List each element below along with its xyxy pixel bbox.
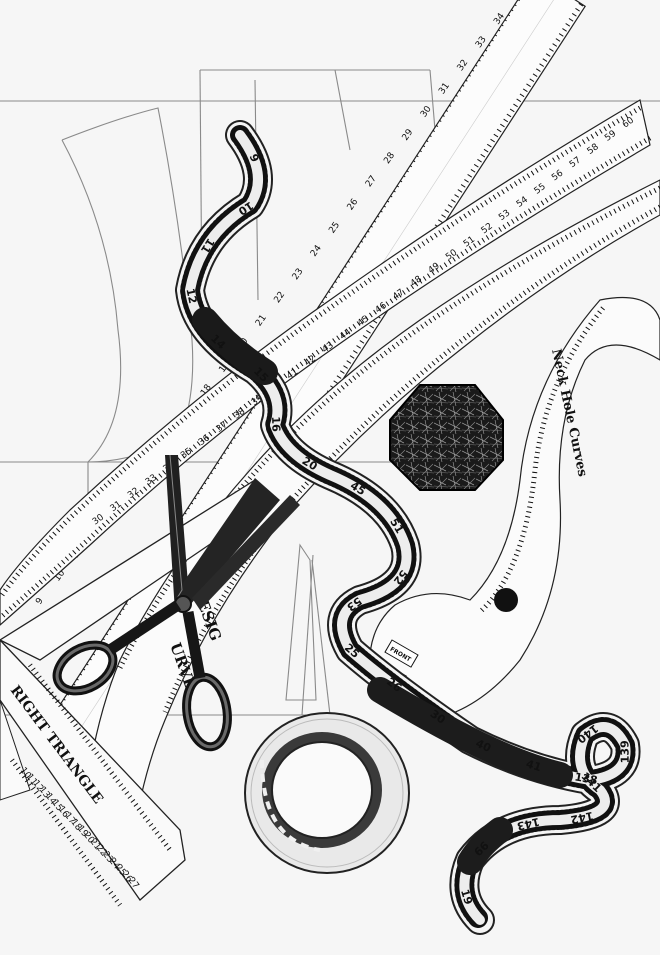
long-ruler-number: 25 [327,220,342,235]
tape-measure-number: 142 [569,809,594,826]
tape-measure-number: 40 [474,737,494,755]
tape-measure-number: 139 [618,740,631,763]
long-ruler-number: 30 [419,104,434,119]
curve-ruler [0,99,652,626]
long-ruler-number: 27 [364,174,379,189]
tape-measure-number: 12 [183,287,199,305]
tape-measure-number: 138 [574,770,599,787]
long-ruler-number: 26 [346,197,361,212]
logo-mark [494,588,518,612]
pin-box [389,384,504,491]
long-ruler-number: 32 [456,58,471,73]
long-ruler-number: 21 [254,313,269,328]
tape-measure-number: 16 [269,416,283,432]
long-ruler-number: 29 [401,127,416,142]
tape-measure-number: 19 [458,888,475,906]
tape-measure-number: 9 [247,152,262,164]
tape-measure-number: 41 [524,757,543,774]
long-ruler-number: 9 [34,596,46,607]
long-ruler-number: 24 [309,243,324,258]
long-ruler-number: 23 [291,267,306,282]
long-ruler-number: 22 [272,290,287,305]
tape-numbers: 9101112141516204551525325263040411381391… [183,152,631,906]
tape-measure-number: 143 [516,815,541,833]
long-ruler-number: 31 [437,81,452,96]
tape-measure [175,120,641,935]
scissors-icon [52,454,300,752]
curve-ruler-numbers: 6059585756555453525150494847464544434241… [91,115,636,527]
tape-roll-icon [244,712,410,874]
long-ruler-number: 28 [382,151,397,166]
